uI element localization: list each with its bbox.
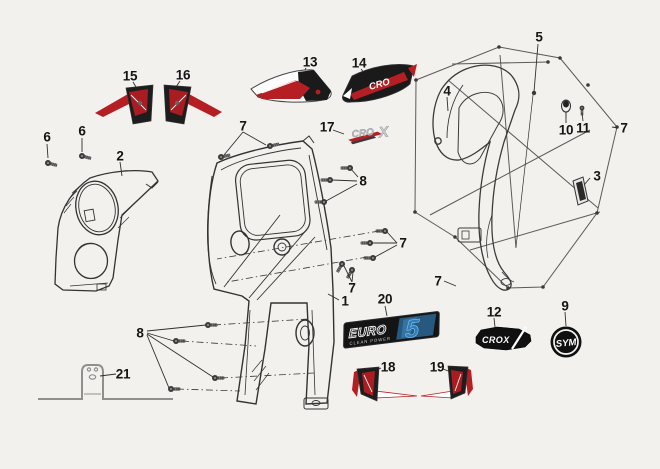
badge-9-sym: SYM — [550, 326, 582, 358]
part-4-front-upper-cover — [432, 64, 520, 291]
part-1-front-cover-frame — [207, 135, 335, 410]
badge-12-crox: CROX — [475, 326, 532, 351]
part-5-inner-panel-outline — [413, 45, 619, 290]
decal-14-right-stripe: CRO — [342, 64, 417, 103]
part-2-headlight-housing — [54, 170, 159, 292]
decal-18-left — [352, 366, 418, 402]
screw-bolts — [44, 90, 537, 393]
decal-17-cro-text: CRO — [351, 127, 374, 140]
decal-15-left — [95, 84, 154, 125]
part-21-bracket — [38, 364, 173, 400]
part-3-plate — [572, 176, 589, 206]
sym-badge-text: SYM — [555, 337, 578, 350]
crox-badge-text: CROX — [482, 335, 510, 345]
badge-20-euro5: EURO 5 CLEAN POWER — [343, 311, 440, 349]
euro5-digit: 5 — [405, 314, 420, 344]
euro5-subtitle: CLEAN POWER — [350, 336, 391, 346]
decal-19-right — [420, 365, 473, 400]
decal-16-right — [163, 84, 222, 125]
decal-13-left-stripe — [250, 69, 332, 103]
assembly-axes — [176, 230, 380, 392]
decal-17-crox-logo: CRO X — [348, 123, 391, 145]
decal-17-x-text: X — [377, 123, 391, 141]
euro5-word: EURO — [349, 322, 387, 341]
